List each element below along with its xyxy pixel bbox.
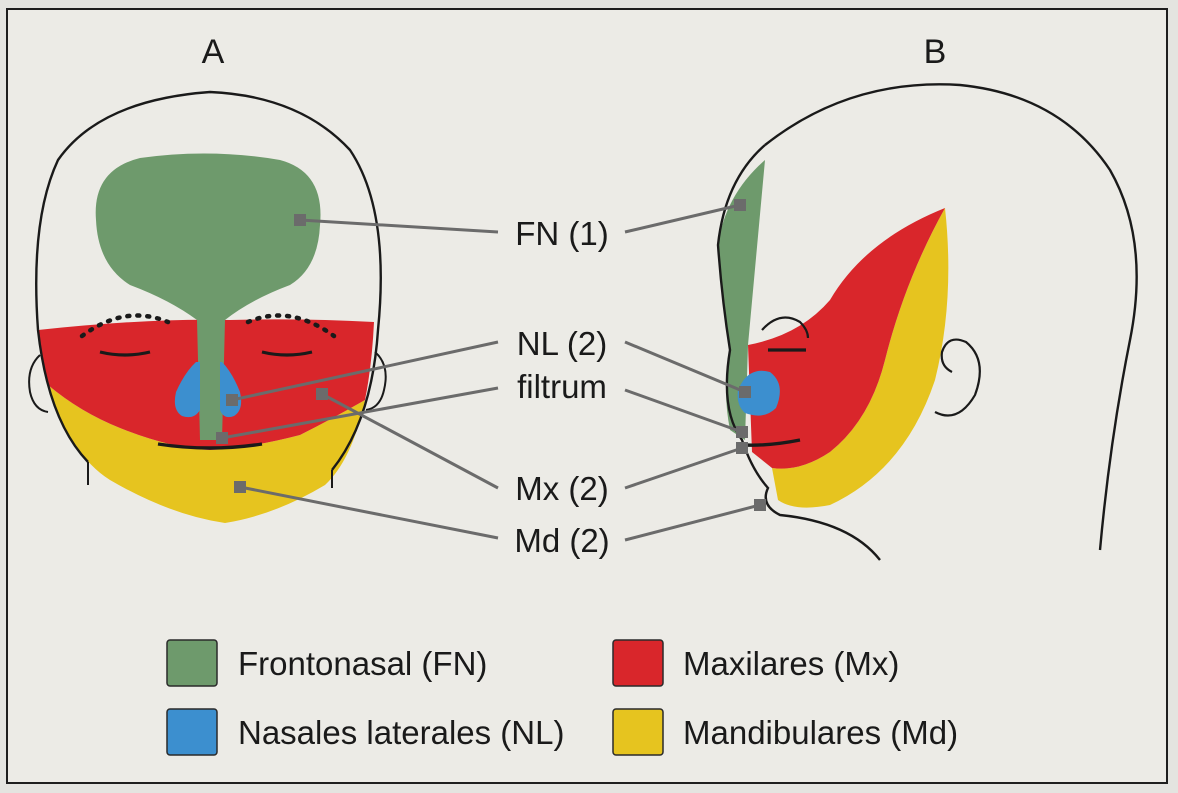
legend-swatch-nasales-laterales: [167, 709, 217, 755]
marker-nl-a: [226, 394, 238, 406]
callout-mx: Mx (2): [515, 470, 609, 507]
leader-md-b: [625, 505, 760, 540]
callout-nl: NL (2): [517, 325, 607, 362]
leader-filtrum-b: [625, 390, 742, 432]
panel-b-lateral-view: [718, 84, 1137, 560]
legend-swatch-maxilares: [613, 640, 663, 686]
leader-mx-b: [625, 448, 742, 488]
legend-label-nasales-laterales: Nasales laterales (NL): [238, 714, 564, 751]
panel-a-frontal-view: [29, 92, 386, 523]
leader-fn-a: [300, 220, 498, 232]
leader-md-a: [240, 487, 498, 538]
marker-fn-b: [734, 199, 746, 211]
marker-fn-a: [294, 214, 306, 226]
callout-md: Md (2): [514, 522, 609, 559]
legend-swatch-mandibulares: [613, 709, 663, 755]
marker-filtrum-b: [736, 426, 748, 438]
marker-mx-b: [736, 442, 748, 454]
legend-swatch-frontonasal: [167, 640, 217, 686]
marker-md-b: [754, 499, 766, 511]
panel-label-b: B: [924, 33, 947, 71]
marker-nl-b: [739, 386, 751, 398]
marker-mx-a: [316, 388, 328, 400]
marker-md-a: [234, 481, 246, 493]
legend-label-maxilares: Maxilares (Mx): [683, 645, 899, 682]
legend: Frontonasal (FN) Nasales laterales (NL) …: [167, 640, 958, 755]
legend-label-mandibulares: Mandibulares (Md): [683, 714, 958, 751]
marker-filtrum-a: [216, 432, 228, 444]
callout-fn: FN (1): [515, 215, 609, 252]
legend-label-frontonasal: Frontonasal (FN): [238, 645, 487, 682]
callout-filtrum: filtrum: [517, 368, 607, 405]
panel-label-a: A: [202, 33, 225, 71]
ear-b: [935, 340, 980, 416]
